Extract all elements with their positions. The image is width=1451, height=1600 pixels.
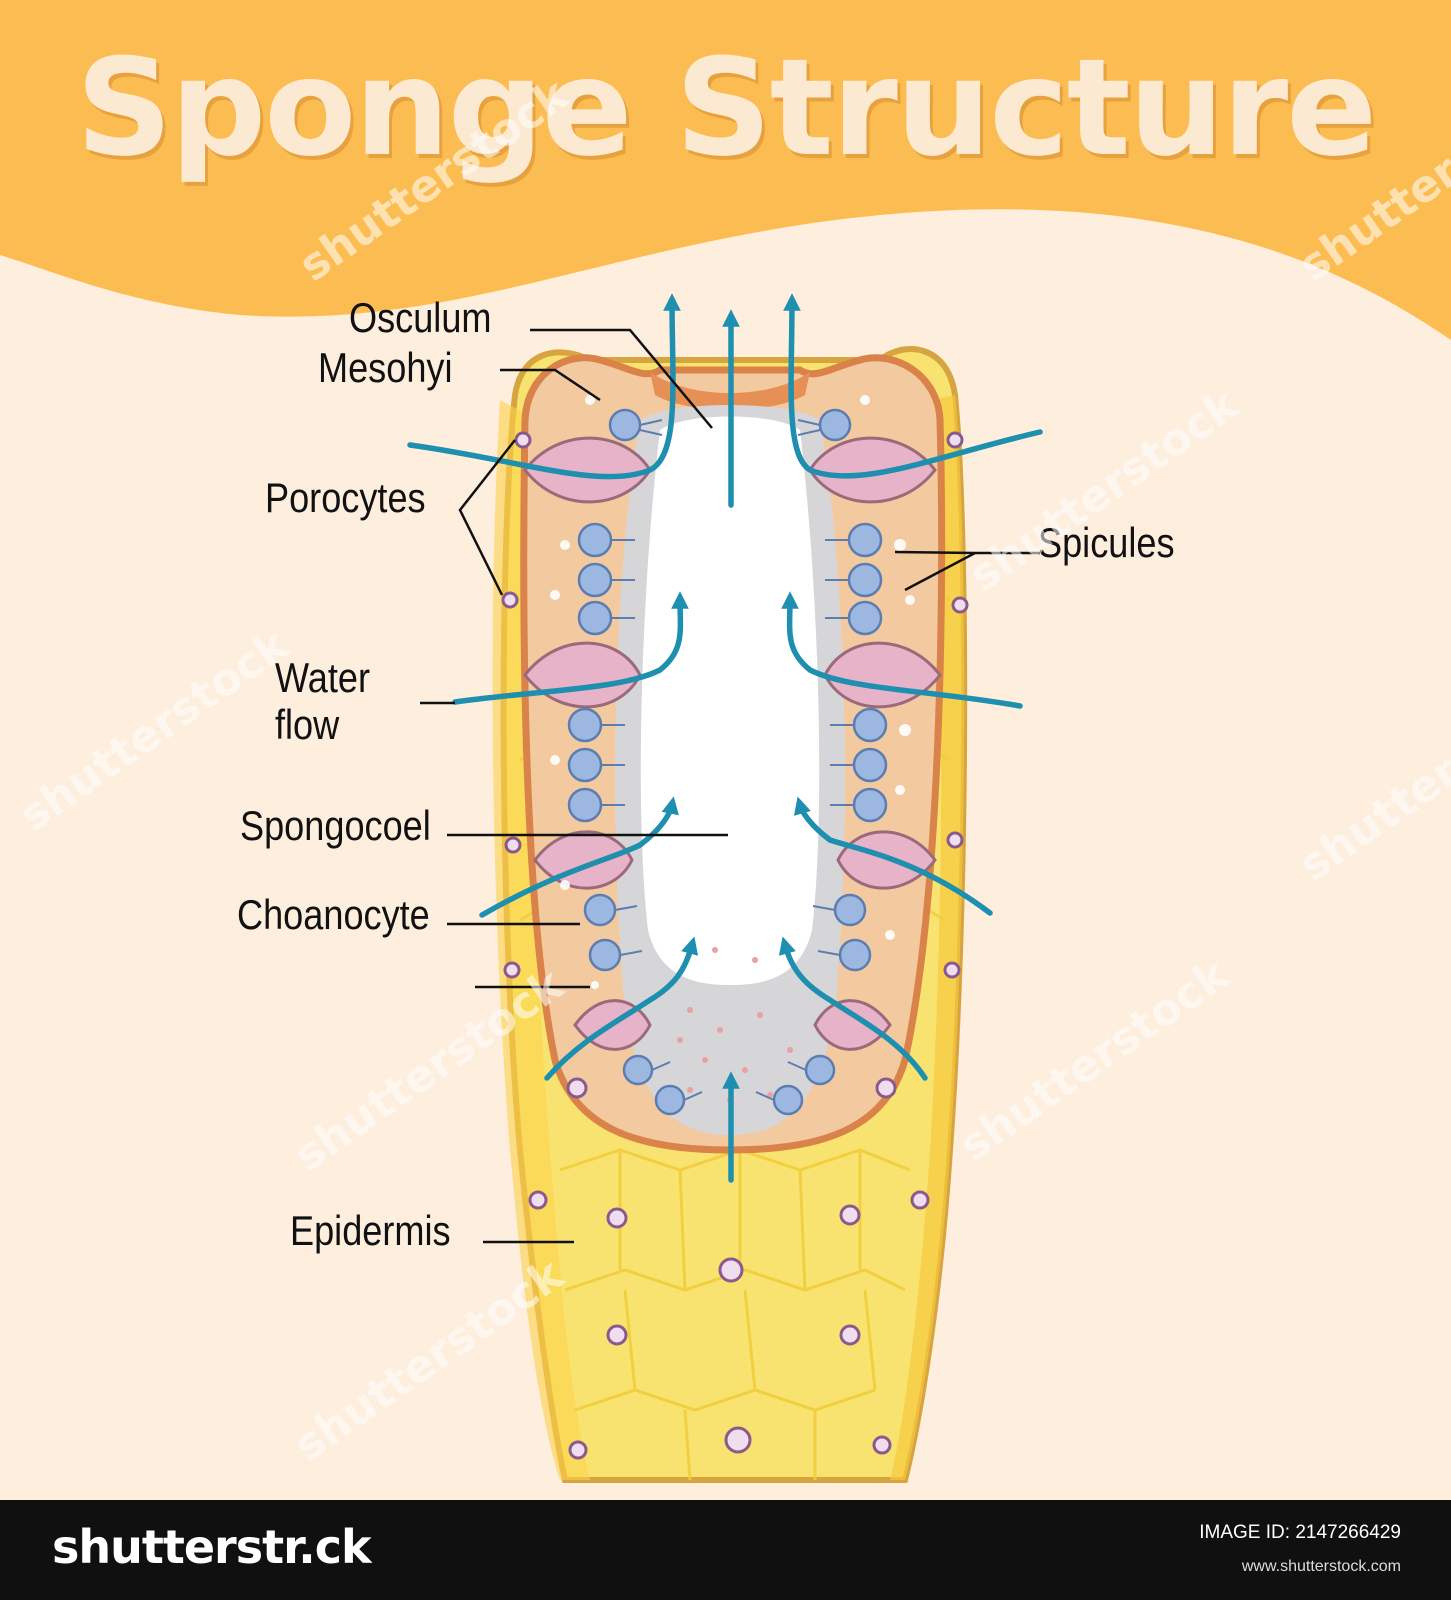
water-flow-arrows <box>407 293 1043 1183</box>
epidermis-shadow-left <box>492 400 590 1480</box>
label-mesohyl: Mesohyi <box>318 344 453 391</box>
label-osculum: Osculum <box>349 294 492 341</box>
mesohyl-leader <box>500 368 601 402</box>
footer-brand-logo: shutterstr.ck <box>52 1520 372 1574</box>
spicules-leader-a <box>894 550 1040 555</box>
diagram-title: Sponge Structure <box>75 30 1377 186</box>
label-spicules: Spicules <box>1038 519 1175 566</box>
choanocyte-cells <box>567 408 888 1116</box>
label-water-flow-line1: Water <box>275 654 371 701</box>
porocytes-leader <box>458 439 516 596</box>
spongocoel-cavity <box>640 416 820 985</box>
osculum-leader <box>530 328 713 429</box>
label-porocytes: Porocytes <box>265 474 426 521</box>
label-leader-lines <box>420 328 1040 1244</box>
epidermis-pore-cells <box>501 431 969 1460</box>
spicules-leader-b <box>904 551 976 592</box>
title-banner <box>0 0 1451 340</box>
footer-bar: shutterstr.ck IMAGE ID: 2147266429 www.s… <box>0 1500 1451 1600</box>
label-water-flow-line2: flow <box>275 701 340 748</box>
footer-image-id: IMAGE ID: 2147266429 <box>1199 1522 1401 1543</box>
spicule-marks <box>550 395 915 989</box>
footer-url: www.shutterstock.com <box>1241 1558 1401 1575</box>
label-epidermis: Epidermis <box>290 1207 451 1254</box>
label-choanocyte: Choanocyte <box>237 891 430 938</box>
label-spongocoel: Spongocoel <box>240 802 431 849</box>
epidermis-shadow-right <box>890 395 965 1480</box>
choanocyte-flagella <box>601 419 854 1101</box>
